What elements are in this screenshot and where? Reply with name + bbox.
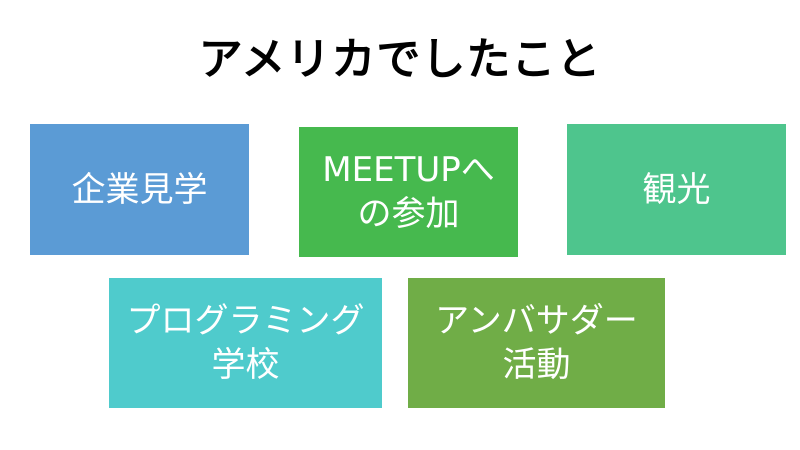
activity-label-line-1: アンバサダー: [435, 301, 638, 341]
activity-label: 観光: [642, 169, 711, 210]
activity-box-meetup: MEETUPへ の参加: [299, 127, 518, 257]
activity-box-sightseeing: 観光: [567, 124, 786, 255]
activity-label-line-1: MEETUPへ: [322, 150, 495, 190]
activity-box-company-visit: 企業見学: [30, 124, 249, 255]
activity-label-line-2: の参加: [357, 194, 460, 234]
activity-box-ambassador: アンバサダー 活動: [408, 278, 665, 408]
slide-title: アメリカでしたこと: [198, 34, 602, 85]
activity-label: 企業見学: [71, 169, 208, 210]
activity-label-line-2: 活動: [502, 345, 571, 385]
activity-box-programming-school: プログラミング 学校: [109, 278, 382, 408]
activity-label-line-1: プログラミング: [126, 301, 365, 341]
activity-label-line-2: 学校: [211, 345, 280, 385]
